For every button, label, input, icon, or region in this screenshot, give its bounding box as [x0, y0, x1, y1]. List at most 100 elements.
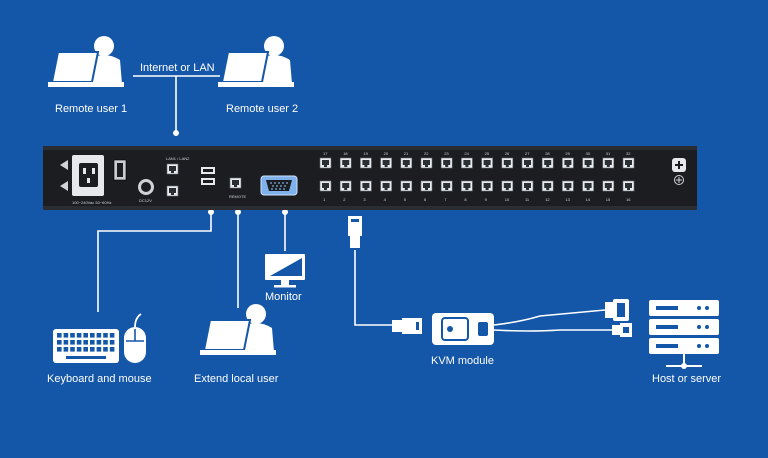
port-number-label: 7 — [444, 197, 447, 202]
rj45-port-27 — [521, 157, 534, 169]
rj45-port-28 — [541, 157, 554, 169]
remote-user-2-label: Remote user 2 — [226, 103, 299, 115]
port-number-label: 14 — [585, 197, 591, 202]
keyboard-key — [57, 340, 62, 345]
rj45-port-2 — [339, 180, 352, 192]
port-number-label: 15 — [605, 197, 611, 202]
rj45-port-9 — [481, 180, 494, 192]
port-number-label: 2 — [343, 197, 346, 202]
port-number-label: 24 — [464, 151, 469, 156]
port-number-label: 6 — [424, 197, 427, 202]
rj45-port-3 — [359, 180, 372, 192]
rj45-port-32 — [622, 157, 635, 169]
port-number-label: 12 — [545, 197, 550, 202]
port-number-label: 32 — [626, 151, 631, 156]
rj45-port-10 — [501, 180, 514, 192]
remote-user-2-icon — [217, 35, 295, 88]
extend-local-user-label: Extend local user — [194, 373, 279, 385]
port-number-label: 28 — [545, 151, 550, 156]
port-number-label: 11 — [525, 197, 530, 202]
keyboard-key — [70, 340, 75, 345]
keyboard-key — [70, 333, 75, 338]
keyboard-key — [63, 340, 69, 345]
keyboard-key — [76, 347, 82, 352]
rj45-port-21 — [400, 157, 413, 169]
remote-port-label: REMOTE — [229, 194, 247, 199]
port-number-label: 20 — [383, 151, 389, 156]
keyboard-key — [96, 340, 102, 345]
port-number-label: 19 — [363, 151, 368, 156]
port-number-label: 26 — [504, 151, 510, 156]
rj45-port-4 — [380, 180, 393, 192]
port-number-label: 18 — [343, 151, 348, 156]
rj45-port-25 — [481, 157, 494, 169]
port-number-label: 8 — [464, 197, 467, 202]
keyboard-key — [103, 340, 108, 345]
port-number-label: 13 — [565, 197, 570, 202]
rj45-plug-icon — [392, 318, 422, 334]
port-number-label: 16 — [626, 197, 631, 202]
usb-connector-icon — [612, 323, 632, 337]
port-number-label: 3 — [363, 197, 366, 202]
keyboard-key — [63, 333, 69, 338]
rj45-port-18 — [339, 157, 352, 169]
port-number-label: 4 — [383, 197, 386, 202]
rj45-port-19 — [359, 157, 372, 169]
keyboard-key — [83, 333, 88, 338]
rj45-port-29 — [561, 157, 574, 169]
keyboard-key — [76, 333, 82, 338]
monitor-icon — [265, 254, 305, 288]
lan-port-label: LAN1 / LAN2 — [166, 156, 190, 161]
keyboard-key — [109, 347, 115, 352]
dc-port-label: DC12V — [139, 198, 152, 203]
port-number-label: 27 — [525, 151, 530, 156]
keyboard-key — [83, 340, 88, 345]
keyboard-mouse-label: Keyboard and mouse — [47, 373, 152, 385]
remote-user-1-label: Remote user 1 — [55, 103, 128, 115]
rj45-port-13 — [561, 180, 574, 192]
power-rating-label: 100~240Vac 50~60Hz — [72, 200, 112, 205]
port-number-label: 21 — [403, 151, 409, 156]
port-number-label: 23 — [444, 151, 449, 156]
server-icon — [649, 300, 719, 369]
keyboard-key — [83, 347, 88, 352]
rj45-port-17 — [319, 157, 332, 169]
keyboard-key — [57, 333, 62, 338]
rj45-port-16 — [622, 180, 635, 192]
port-number-label: 31 — [605, 151, 611, 156]
keyboard-key — [90, 347, 95, 352]
port-number-label: 10 — [504, 197, 510, 202]
keyboard-key — [63, 347, 69, 352]
rj45-port-23 — [440, 157, 453, 169]
rj45-port-30 — [582, 157, 595, 169]
keyboard-key — [70, 347, 75, 352]
keyboard-key — [109, 340, 115, 345]
port-number-label: 1 — [323, 197, 326, 202]
rj45-plug-icon — [348, 216, 362, 248]
rj45-port-26 — [501, 157, 514, 169]
rj45-port-15 — [602, 180, 615, 192]
rj45-port-24 — [460, 157, 473, 169]
vga-connector-icon — [605, 299, 629, 321]
keyboard-key — [76, 340, 82, 345]
port-number-label: 22 — [424, 151, 429, 156]
rj45-port-7 — [440, 180, 453, 192]
port-number-label: 5 — [403, 197, 407, 202]
rj45-port-31 — [602, 157, 615, 169]
extend-local-user-icon — [199, 303, 277, 356]
rj45-port-1 — [319, 180, 332, 192]
rj45-port-5 — [400, 180, 413, 192]
keyboard-key — [57, 347, 62, 352]
keyboard-key — [103, 347, 108, 352]
keyboard-key — [90, 340, 95, 345]
port-number-label: 29 — [565, 151, 570, 156]
kvm-module-label: KVM module — [431, 355, 494, 367]
rj45-port-8 — [460, 180, 473, 192]
network-label: Internet or LAN — [140, 62, 215, 74]
rj45-port-14 — [582, 180, 595, 192]
rj45-port-20 — [380, 157, 393, 169]
rj45-port-6 — [420, 180, 433, 192]
keyboard-key — [96, 347, 102, 352]
port-number-label: 9 — [484, 197, 487, 202]
monitor-label: Monitor — [265, 291, 302, 303]
